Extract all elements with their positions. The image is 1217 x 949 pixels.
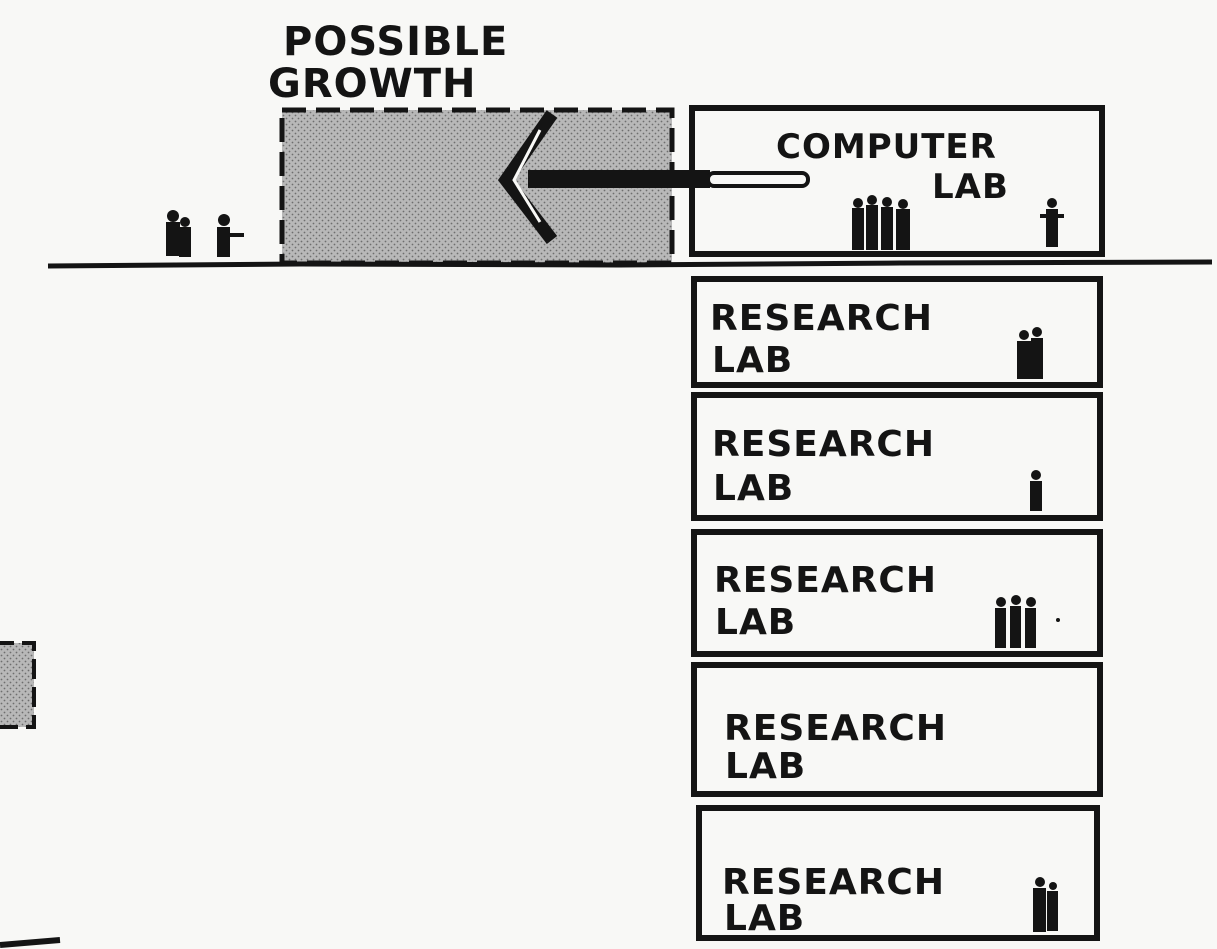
person-group-icon <box>1033 877 1058 932</box>
research-lab-2-label-line2: LAB <box>713 468 794 509</box>
edge-fragment-block <box>0 641 36 729</box>
research-lab-box-2: RESEARCH LAB <box>691 392 1103 521</box>
research-lab-4-label-line1: RESEARCH <box>724 708 947 749</box>
ground-line <box>47 259 1213 269</box>
person-group-icon <box>852 195 910 250</box>
person-figure-icon <box>166 210 191 257</box>
person-group-icon <box>1017 327 1043 379</box>
research-lab-3-label-line2: LAB <box>715 602 796 643</box>
person-figure-icon <box>1030 470 1042 511</box>
expansion-arrow-icon <box>497 110 810 244</box>
research-lab-2-label-line1: RESEARCH <box>712 424 935 465</box>
person-figure-icon <box>217 214 244 257</box>
growth-label-line2: GROWTH <box>268 61 477 107</box>
research-lab-1-label-line2: LAB <box>712 340 793 381</box>
person-figure-icon <box>1040 198 1064 247</box>
research-lab-1-label-line1: RESEARCH <box>710 298 933 339</box>
research-lab-5-label-line1: RESEARCH <box>722 862 945 903</box>
research-lab-3-label-line1: RESEARCH <box>714 560 937 601</box>
research-lab-4-label-line2: LAB <box>725 746 806 787</box>
research-lab-box-5: RESEARCH LAB <box>696 805 1100 941</box>
edge-ink-mark <box>0 937 61 948</box>
research-lab-box-1: RESEARCH LAB <box>691 276 1103 388</box>
growth-label-line1: POSSIBLE <box>283 19 508 65</box>
research-lab-box-3: RESEARCH LAB <box>691 529 1103 657</box>
computer-lab-label-line1: COMPUTER <box>776 127 997 167</box>
research-lab-5-label-line2: LAB <box>724 898 805 939</box>
research-lab-box-4: RESEARCH LAB <box>691 662 1103 797</box>
computer-lab-label-line2: LAB <box>932 167 1009 207</box>
person-group-icon <box>995 595 1060 648</box>
